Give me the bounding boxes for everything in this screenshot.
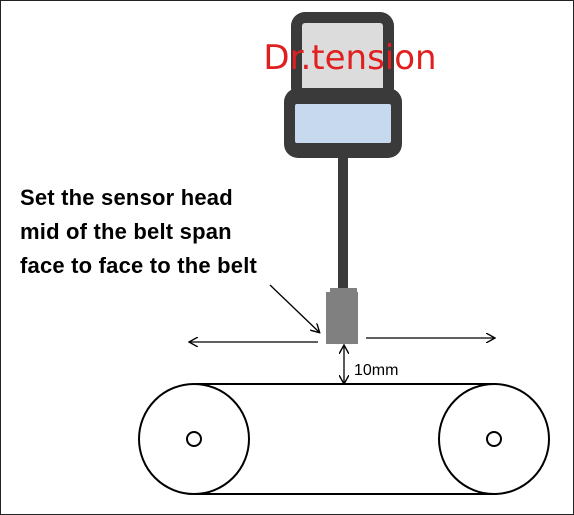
device-screen bbox=[295, 104, 391, 143]
gap-label: 10mm bbox=[354, 362, 398, 379]
tension-meter-device: Dr.tension bbox=[263, 12, 437, 158]
left-pulley-axle bbox=[186, 431, 202, 447]
instruction-line-2: mid of the belt span bbox=[20, 219, 232, 244]
instruction-line-1: Set the sensor head bbox=[20, 185, 233, 210]
belt-system bbox=[138, 383, 550, 495]
right-pulley-axle bbox=[486, 431, 502, 447]
instruction-text: Set the sensor head mid of the belt span… bbox=[20, 185, 258, 278]
instruction-line-3: face to face to the belt bbox=[20, 253, 258, 278]
device-display-panel bbox=[302, 23, 383, 98]
sensor-head bbox=[326, 292, 358, 344]
sensor-cable bbox=[338, 157, 348, 292]
brand-label: Dr.tension bbox=[263, 38, 436, 78]
pointer-arrow bbox=[269, 284, 319, 332]
